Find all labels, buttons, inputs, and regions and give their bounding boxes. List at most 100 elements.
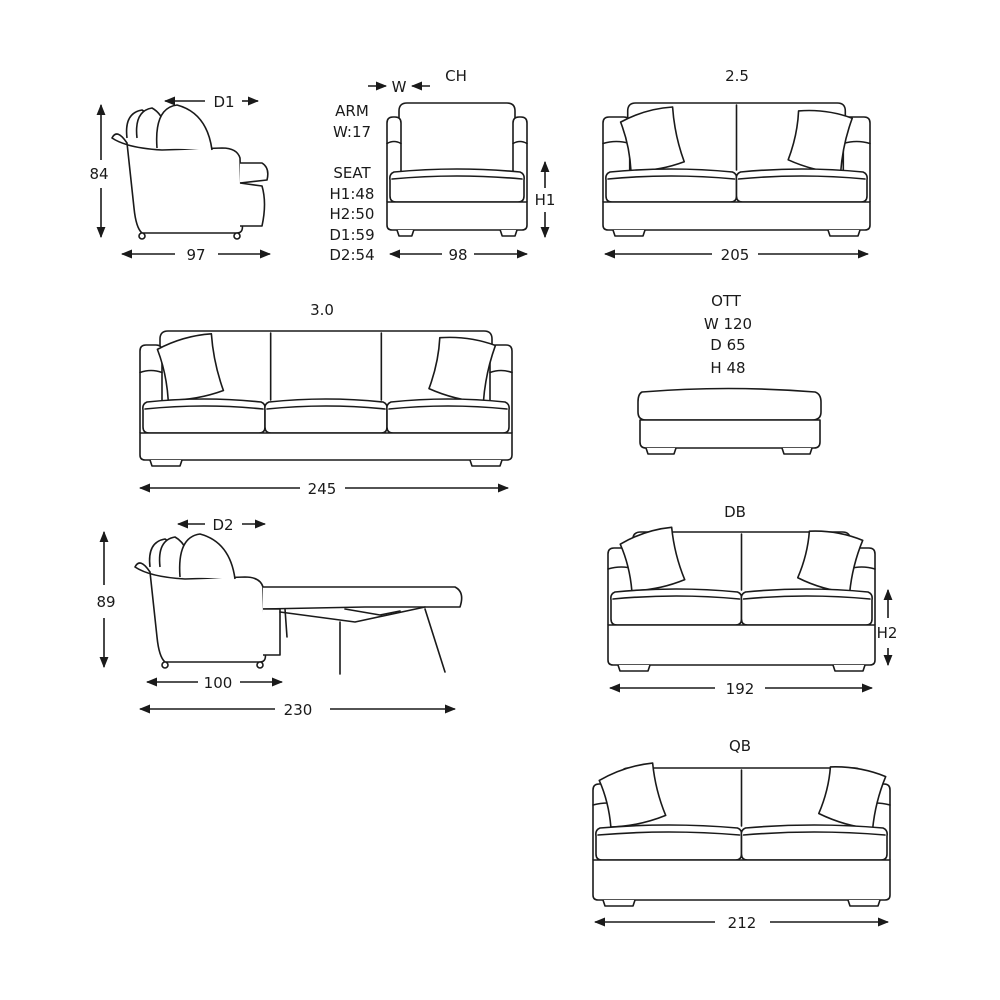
seat-cushion bbox=[386, 398, 510, 434]
castor-wheel bbox=[138, 232, 146, 240]
seat-cushion bbox=[735, 168, 868, 203]
cushion-pillow bbox=[156, 333, 225, 402]
ottoman-foot bbox=[781, 447, 813, 455]
arm-seam bbox=[512, 140, 528, 145]
bed-mechanism bbox=[344, 608, 401, 616]
bed-leg bbox=[424, 608, 446, 673]
seat-cushion bbox=[142, 398, 266, 434]
seat-cushion-seam bbox=[737, 175, 866, 180]
bed-leg bbox=[284, 608, 288, 638]
castor-wheel bbox=[161, 661, 169, 669]
db-width: 192 bbox=[726, 680, 755, 698]
sofa-foot bbox=[612, 229, 646, 237]
side-base bbox=[239, 182, 266, 227]
sofa-base bbox=[607, 624, 876, 666]
sofa-back bbox=[398, 102, 516, 170]
db-h2-marker: H2 bbox=[877, 624, 898, 642]
sofa-base bbox=[602, 201, 871, 231]
arm-width: W:17 bbox=[333, 123, 371, 141]
seat-cushion-seam bbox=[607, 175, 736, 180]
ott-w: W 120 bbox=[704, 315, 752, 333]
arm-seam bbox=[386, 140, 402, 145]
bed-open-depth: 230 bbox=[284, 701, 313, 719]
sofa-base bbox=[592, 859, 891, 901]
seat-title: SEAT bbox=[333, 164, 371, 182]
seat-cushion bbox=[740, 588, 873, 626]
qb-label: QB bbox=[729, 737, 751, 755]
sofa-back bbox=[159, 330, 493, 400]
bed-d2-marker: D2 bbox=[212, 516, 233, 534]
chair-front-view bbox=[386, 102, 528, 237]
side-depth: 97 bbox=[186, 246, 205, 264]
side-pillow bbox=[178, 533, 236, 580]
seat-cushion bbox=[605, 168, 738, 203]
seat-cushion-seam bbox=[144, 405, 264, 410]
seat-cushion bbox=[389, 168, 525, 203]
qb-width: 212 bbox=[728, 914, 757, 932]
sofa-foot bbox=[832, 664, 866, 672]
sofa-bed-db-front-view bbox=[607, 526, 876, 672]
seat-cushion-seam bbox=[266, 405, 386, 410]
sofa-foot bbox=[396, 229, 415, 237]
seat-d1: D1:59 bbox=[329, 226, 374, 244]
ott-h: H 48 bbox=[710, 359, 745, 377]
arm-title: ARM bbox=[335, 102, 369, 120]
side-base bbox=[263, 608, 281, 656]
ch-w-marker: W bbox=[392, 78, 407, 96]
sofa30-width: 245 bbox=[308, 480, 337, 498]
ott-label: OTT bbox=[711, 292, 742, 310]
sofa30-label: 3.0 bbox=[310, 301, 334, 319]
ch-width: 98 bbox=[448, 246, 467, 264]
ch-h1-marker: H1 bbox=[535, 191, 556, 209]
db-label: DB bbox=[724, 503, 746, 521]
bed-mattress bbox=[262, 586, 463, 610]
arm-seam bbox=[489, 369, 513, 374]
chair-side-view bbox=[111, 104, 269, 240]
sofa-foot bbox=[617, 664, 651, 672]
sofa-3-0-front-view bbox=[139, 330, 513, 467]
sofa-foot bbox=[602, 899, 636, 907]
ottoman-cushion bbox=[637, 387, 822, 421]
sofa-base bbox=[386, 201, 528, 231]
sofa25-width: 205 bbox=[721, 246, 750, 264]
arm-seam bbox=[139, 369, 163, 374]
side-d1-marker: D1 bbox=[213, 93, 234, 111]
bed-depth: 100 bbox=[204, 674, 233, 692]
cushion-pillow bbox=[598, 762, 667, 828]
sofa-foot bbox=[827, 229, 861, 237]
sofa-foot bbox=[847, 899, 881, 907]
seat-cushion bbox=[610, 588, 743, 626]
sofa-base bbox=[139, 432, 513, 461]
seat-cushion-seam bbox=[388, 405, 508, 410]
side-pillow bbox=[155, 104, 213, 151]
ch-label: CH bbox=[445, 67, 467, 85]
ott-d: D 65 bbox=[710, 336, 745, 354]
seat-h2: H2:50 bbox=[330, 205, 375, 223]
seat-cushion bbox=[595, 824, 743, 861]
bed-mechanism bbox=[279, 606, 426, 623]
seat-cushion bbox=[740, 824, 888, 861]
sofa-foot bbox=[499, 229, 518, 237]
side-arm-frame bbox=[134, 562, 267, 663]
cushion-pillow bbox=[619, 106, 686, 172]
seat-cushion-seam bbox=[597, 831, 741, 836]
castor-wheel bbox=[256, 661, 264, 669]
sofa-bed-side-view bbox=[134, 533, 463, 675]
seat-cushion-seam bbox=[391, 175, 523, 180]
ottoman-foot bbox=[645, 447, 677, 455]
sofa-foot bbox=[149, 459, 183, 467]
bed-height: 89 bbox=[96, 593, 115, 611]
ottoman-base bbox=[639, 419, 821, 449]
sofa-foot bbox=[469, 459, 503, 467]
sofa-2-5-front-view bbox=[602, 102, 871, 237]
seat-d2: D2:54 bbox=[329, 246, 374, 264]
seat-cushion-seam bbox=[742, 595, 871, 600]
seat-cushion-seam bbox=[612, 595, 741, 600]
side-arm-frame bbox=[111, 133, 244, 234]
castor-wheel bbox=[233, 232, 241, 240]
seat-cushion-seam bbox=[742, 831, 886, 836]
sofa25-label: 2.5 bbox=[725, 67, 749, 85]
cushion-pillow bbox=[619, 526, 686, 592]
